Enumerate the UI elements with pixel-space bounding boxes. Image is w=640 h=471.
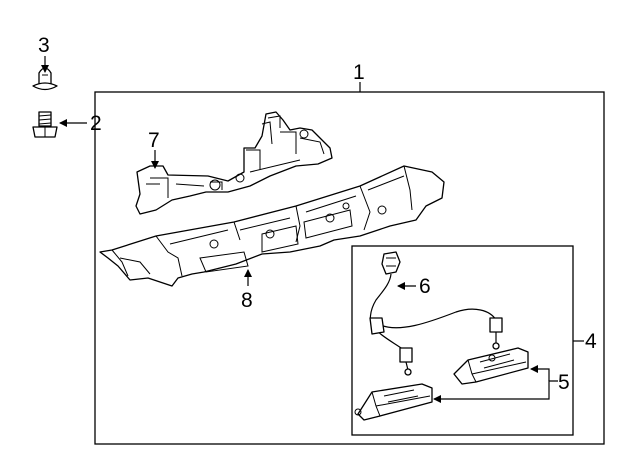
callout-2: 2 [90,112,102,135]
leader-5 [433,380,558,403]
callout-5: 5 [558,371,570,394]
wire-harness-part[interactable] [369,251,503,376]
assembly-frame [94,91,605,445]
callout-1: 1 [353,61,365,84]
garnish-panel-part[interactable] [99,165,445,287]
callout-3: 3 [38,34,50,57]
lamp-part-right[interactable] [453,347,529,385]
bolt-part[interactable] [32,111,58,138]
callout-4: 4 [585,330,597,353]
callout-6: 6 [419,275,431,298]
callout-8: 8 [241,289,253,312]
leader-5b [530,365,550,381]
callout-7: 7 [148,129,160,152]
bracket-part[interactable] [135,111,333,215]
lamp-part-left[interactable] [354,383,433,421]
